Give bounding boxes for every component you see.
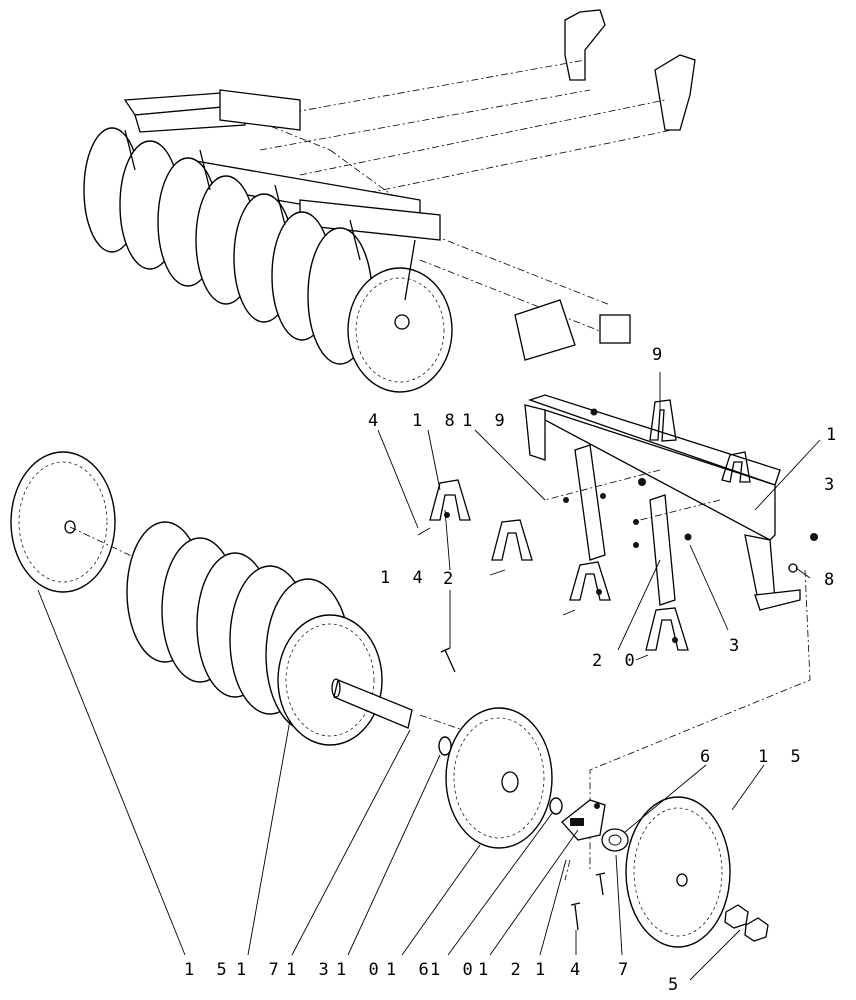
callout-7: 7 [618,960,634,980]
callout-6: 6 [700,747,716,767]
callout-3-right: 3 [824,475,840,495]
callout-11: 1 1 [826,425,856,445]
assembled-implement [83,9,696,393]
callout-19: 1 9 [462,411,511,431]
callout-8: 8 [824,570,840,590]
callout-4-top: 4 [368,411,384,431]
callout-5: 5 [668,975,684,995]
exploded-gang [10,451,769,948]
callout-3-mid: 3 [729,636,745,656]
callout-15-bottom: 1 5 [184,960,233,980]
callout-15-right: 1 5 [758,747,807,767]
callout-numbers: 9 4 1 8 1 9 1 1 3 2 1 4 8 2 0 3 6 1 5 1 … [184,345,856,995]
dash-leaders [544,469,811,870]
callout-9: 9 [652,345,668,365]
callout-2: 2 [443,569,459,589]
callout-10-a: 1 0 [336,960,385,980]
callout-13: 1 3 [286,960,335,980]
callout-16: 1 6 [386,960,435,980]
callout-12: 1 2 [478,960,527,980]
callout-14: 1 4 [380,568,429,588]
callout-10-b: 1 0 [430,960,479,980]
callout-1: 1 [535,960,551,980]
leader-lines [37,372,821,981]
callout-17: 1 7 [236,960,285,980]
callout-18: 1 8 [412,411,461,431]
callout-4-bottom: 4 [570,960,586,980]
callout-20: 2 0 [592,651,641,671]
gang-frame [524,394,818,612]
